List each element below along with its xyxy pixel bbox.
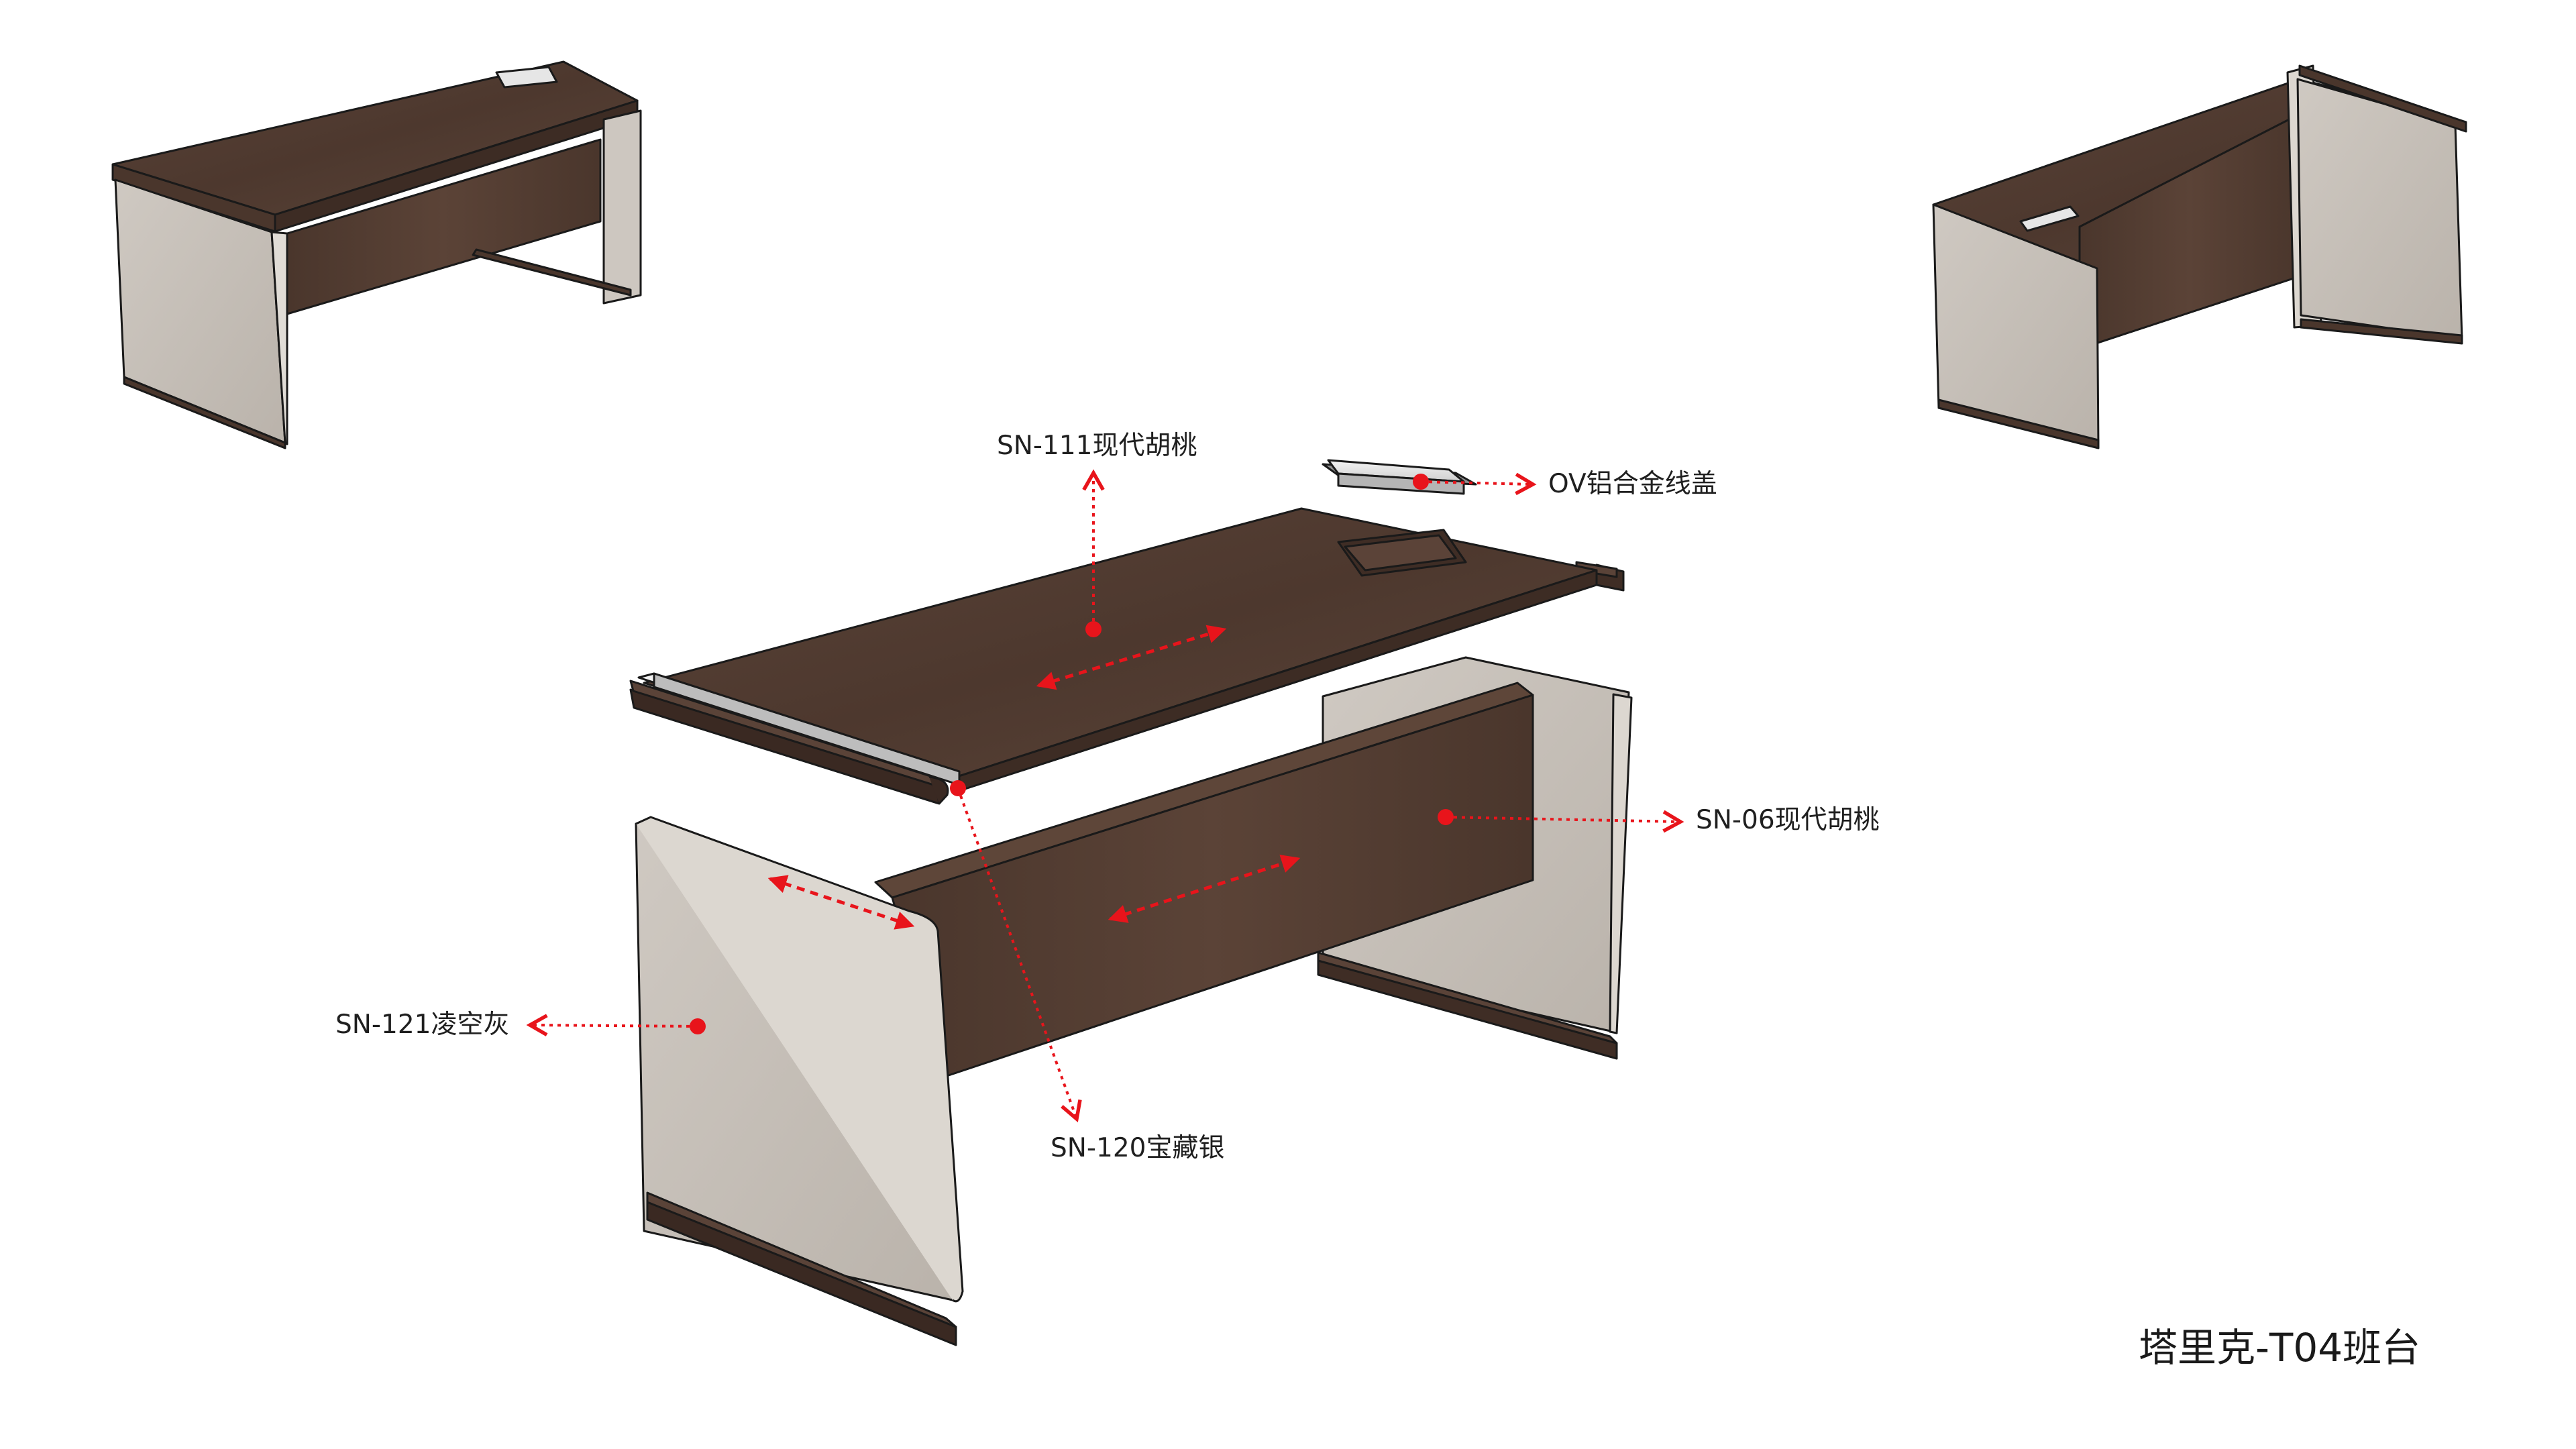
side-panel-left (635, 816, 964, 1303)
dir-arrow-modesty (1108, 855, 1301, 923)
leader-trim (957, 788, 1082, 1123)
desk-exploded-view (629, 459, 1633, 1346)
leader-side (526, 1014, 698, 1036)
marker-modesty (1438, 809, 1454, 825)
product-title: 塔里克-T04班台 (2139, 1325, 2421, 1371)
marker-top (1085, 621, 1102, 637)
callout-label-cover: OV铝合金线盖 (1548, 469, 1717, 499)
desk-thumbnail-left (111, 60, 642, 449)
callout-label-trim: SN-120宝藏银 (1051, 1133, 1225, 1163)
marker-side (690, 1018, 706, 1034)
foot-rail-right (1317, 951, 1618, 1060)
callout-markers (526, 469, 1684, 1123)
desk-thumbnail-right (1932, 64, 2467, 449)
callout-label-side: SN-121凌空灰 (335, 1010, 510, 1040)
cable-cover-part (1322, 459, 1477, 495)
marker-trim (950, 780, 966, 796)
dir-arrow-top (1036, 625, 1227, 690)
top-left-endcap (629, 680, 949, 805)
callout-label-top: SN-111现代胡桃 (997, 431, 1197, 461)
callout-label-modesty: SN-06现代胡桃 (1696, 805, 1880, 835)
dir-arrow-side (767, 875, 915, 930)
marker-cover (1413, 474, 1429, 490)
foot-rail-left (646, 1191, 957, 1346)
leader-cover (1420, 472, 1537, 496)
leader-modesty (1445, 810, 1684, 833)
